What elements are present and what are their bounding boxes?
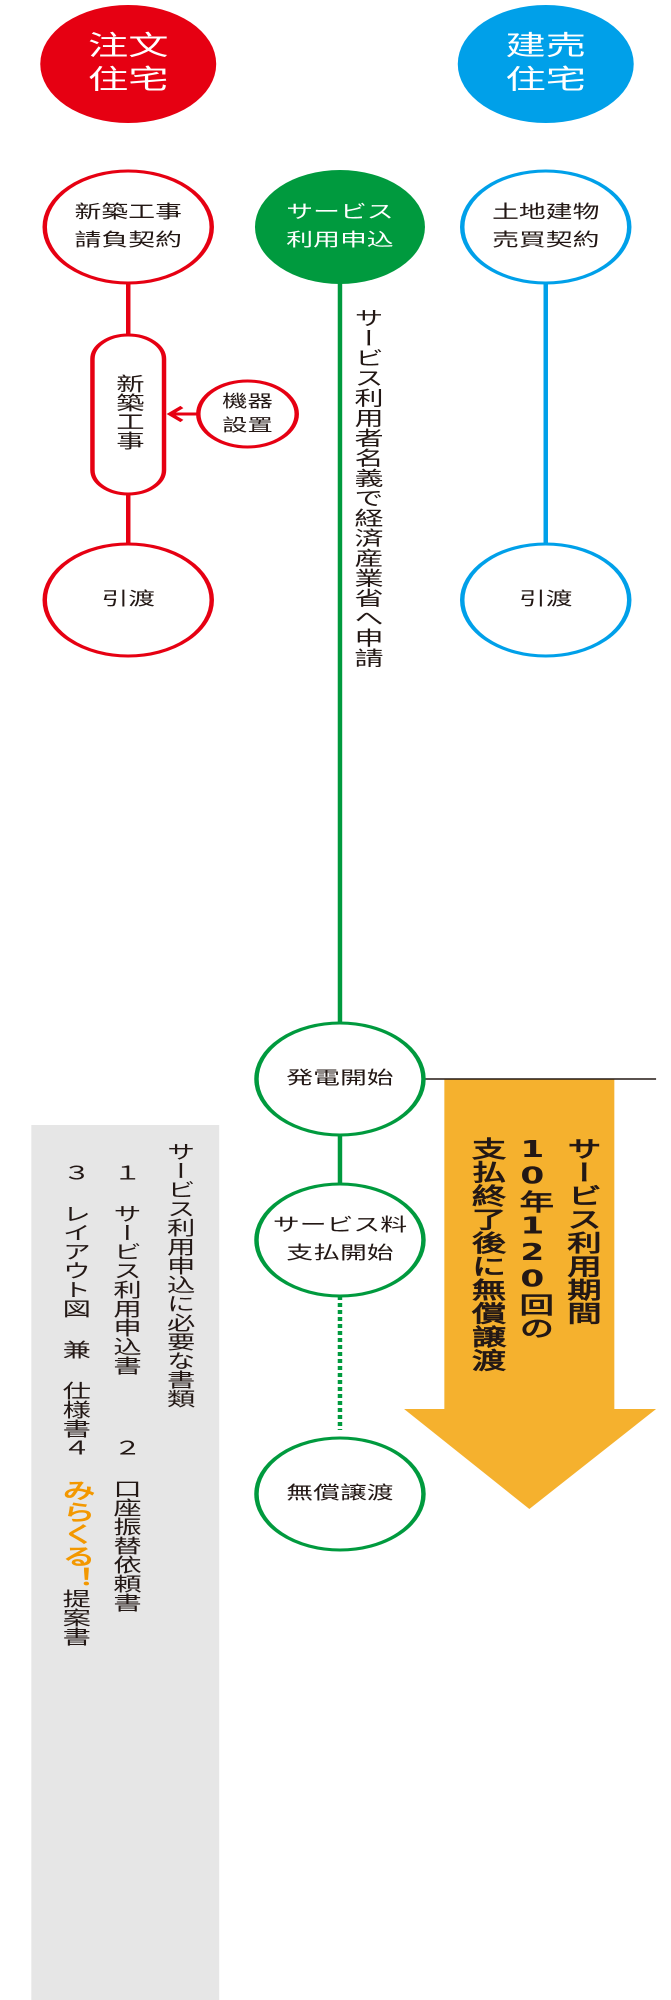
mirakuru-brand: みらくる！ [56, 1479, 94, 1589]
label-line: 土地建物 [492, 202, 600, 223]
period-line1: サービス利用期間 [560, 1137, 600, 1325]
label-line: サービス [286, 202, 394, 223]
document-item-1: １ サービス利用申込書 [108, 1163, 142, 1375]
power-start-node [254, 1021, 426, 1137]
handover-node-spec [460, 542, 632, 658]
document-item-2: ２ 口座振替依頼書 [108, 1438, 142, 1612]
contract-node [42, 169, 214, 285]
label-line: 注文 [87, 31, 169, 62]
service-apply-label: サービス 利用申込 [286, 199, 393, 255]
service-apply-node [254, 170, 425, 284]
spec-house-label: 建売 住宅 [505, 30, 586, 98]
label-line: 支払開始 [286, 1243, 394, 1264]
arrowhead-icon [166, 405, 184, 423]
handover-label-spec: 引渡 [518, 589, 573, 610]
construction-label: 新築工事 [111, 374, 145, 450]
payment-start-node [254, 1182, 426, 1298]
documents-title: サービス利用申込に必要な書類 [162, 1142, 196, 1408]
label-line: 住宅 [505, 65, 587, 96]
item-text: 提案書 [58, 1589, 91, 1646]
handover-label-custom: 引渡 [101, 589, 156, 610]
sale-contract-node [460, 169, 632, 285]
label-line: 請負契約 [74, 230, 182, 251]
document-item-3: ３ レイアウト図 兼 仕様書 [58, 1163, 91, 1438]
spec-house-badge [457, 5, 634, 123]
custom-house-label: 注文 住宅 [88, 30, 169, 98]
transfer-label: 無償譲渡 [286, 1483, 394, 1504]
label-line: 売買契約 [492, 230, 600, 251]
power-start-label: 発電開始 [286, 1068, 394, 1089]
label-line: サービス料 [272, 1215, 408, 1236]
application-note: サービス利用者名義で経済産業省へ申請 [348, 308, 384, 668]
label-line: 利用申込 [286, 230, 394, 251]
payment-start-label: サービス料 支払開始 [273, 1212, 407, 1268]
transfer-node [254, 1436, 426, 1552]
construction-node [90, 333, 167, 496]
period-arrow [404, 1079, 657, 1509]
custom-house-badge [40, 5, 217, 123]
contract-label: 新築工事 請負契約 [75, 199, 182, 255]
label-line: 建売 [505, 31, 587, 62]
item-number: ４ [58, 1438, 91, 1479]
sale-contract-label: 土地建物 売買契約 [492, 199, 599, 255]
handover-node-custom [42, 542, 214, 658]
document-item-4: ４ みらくる！提案書 [52, 1438, 97, 1646]
label-line: 機器 [222, 392, 273, 412]
label-line: 新築工事 [74, 202, 182, 223]
period-line2: 10年120回の [512, 1137, 552, 1340]
period-line3: 支払終了後に無償譲渡 [465, 1137, 504, 1372]
documents-panel [31, 1125, 220, 2000]
label-line: 住宅 [87, 65, 169, 96]
equipment-label: 機器 設置 [222, 390, 273, 438]
label-line: 設置 [222, 416, 273, 436]
